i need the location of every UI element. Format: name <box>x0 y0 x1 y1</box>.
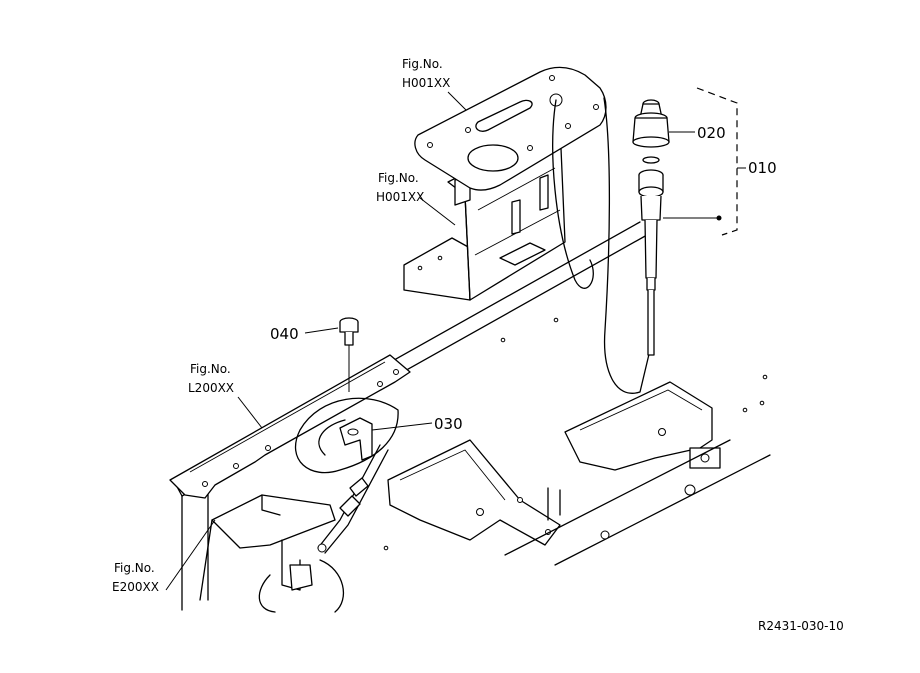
assembly-bracket-010 <box>696 87 738 236</box>
lower-left-bracket <box>199 494 344 613</box>
part-number-010: 010 <box>748 159 777 177</box>
leader-030 <box>371 422 433 431</box>
fig-ref-h001xx-top-line2: H001XX <box>402 76 450 90</box>
fig-ref-h001xx-mid-line2: H001XX <box>376 190 424 204</box>
leader-e200xx <box>165 519 216 591</box>
part-number-040: 040 <box>270 325 299 343</box>
fig-ref-l200xx-line2: L200XX <box>188 381 234 395</box>
lower-plate-right <box>383 317 771 566</box>
cable-end-fitting <box>317 477 369 553</box>
fig-ref-e200xx-line1: Fig.No. <box>114 561 155 575</box>
part-number-020: 020 <box>697 124 726 142</box>
control-cable <box>294 97 651 554</box>
frame-bracket-left <box>169 354 411 499</box>
lower-plate-middle <box>387 439 561 546</box>
fig-ref-l200xx-line1: Fig.No. <box>190 362 231 376</box>
bolt-040 <box>339 317 359 392</box>
leader-h001xx-top <box>447 91 467 111</box>
leader-040 <box>304 327 339 334</box>
leader-l200xx <box>237 396 263 429</box>
fig-ref-e200xx-line2: E200XX <box>112 580 159 594</box>
lever-assembly-010 <box>632 99 670 356</box>
leader-dot <box>716 215 722 221</box>
top-cover-plate <box>414 66 607 191</box>
fig-ref-h001xx-top-line1: Fig.No. <box>402 57 443 71</box>
part-number-030: 030 <box>434 415 463 433</box>
drawing-code: R2431-030-10 <box>758 619 844 633</box>
fig-ref-h001xx-mid-line1: Fig.No. <box>378 171 419 185</box>
cable-clamp-030 <box>339 417 373 461</box>
leader-h001xx-mid <box>419 197 456 226</box>
